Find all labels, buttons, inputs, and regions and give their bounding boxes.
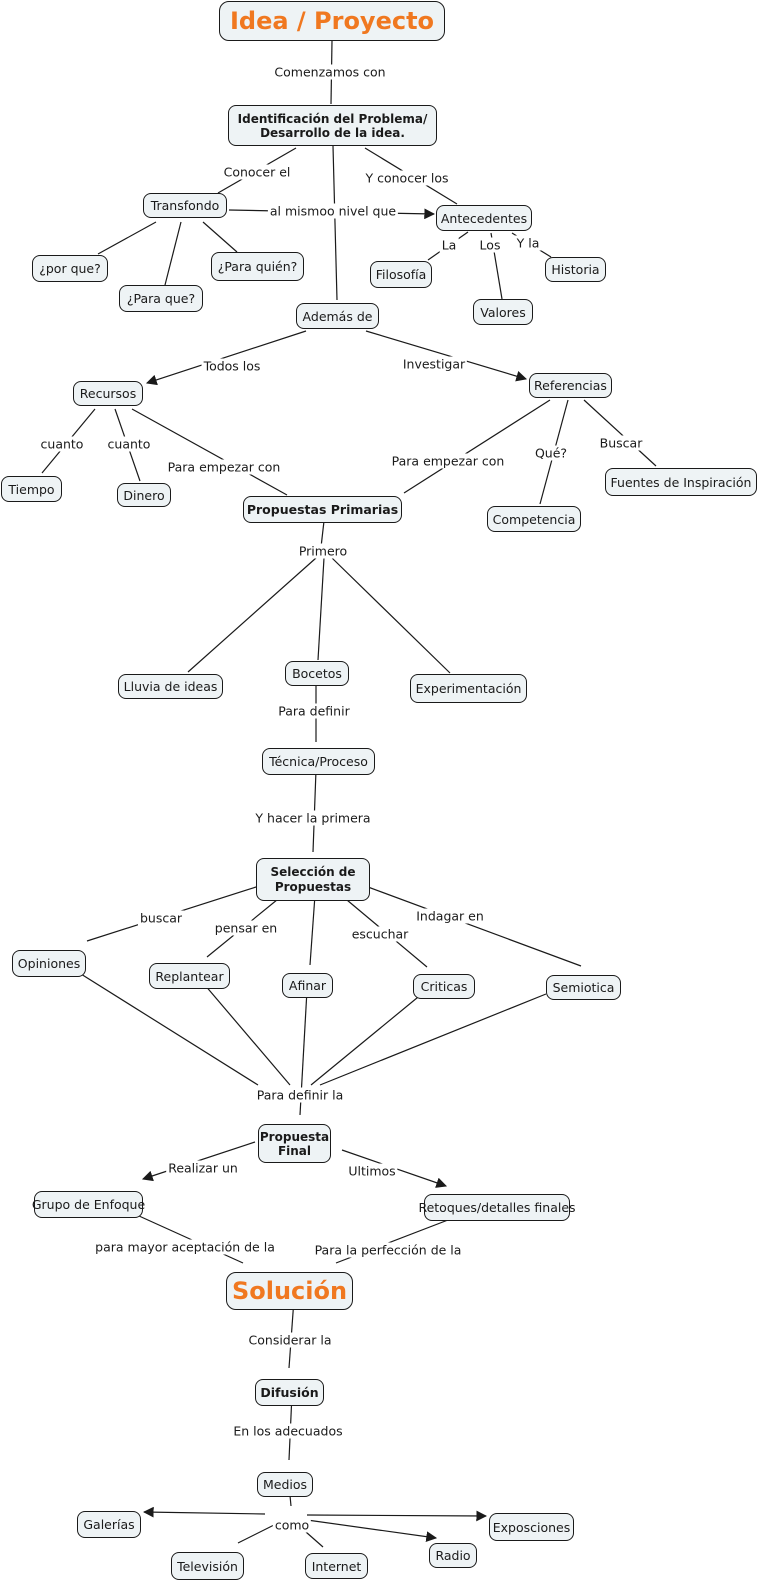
node-medios[interactable]: Medios	[257, 1472, 313, 1497]
node-grupo-enfoque[interactable]: Grupo de Enfoque	[32, 1191, 145, 1218]
link-label: Para la perfección de la	[312, 1242, 464, 1258]
edge	[583, 399, 657, 467]
edge	[72, 968, 259, 1086]
node-dinero[interactable]: Dinero	[117, 483, 171, 507]
edge	[142, 1506, 266, 1518]
node-seleccion-propuestas[interactable]: Selección de Propuestas	[256, 858, 370, 901]
link-label: al mismoo nivel que	[267, 203, 399, 219]
node-afinar[interactable]: Afinar	[282, 973, 333, 998]
node-por-que[interactable]: ¿por que?	[32, 255, 108, 282]
link-label: buscar	[137, 910, 185, 926]
node-referencias[interactable]: Referencias	[529, 373, 612, 398]
node-competencia[interactable]: Competencia	[487, 506, 581, 532]
link-label: pensar en	[212, 920, 280, 936]
link-label: Buscar	[597, 435, 645, 451]
node-experimentacion[interactable]: Experimentación	[410, 674, 527, 703]
link-label: para mayor aceptación de la	[93, 1239, 277, 1255]
link-label: Comenzamos con	[272, 64, 388, 80]
node-semiotica[interactable]: Semiotica	[546, 975, 621, 1000]
edge	[97, 221, 157, 255]
node-propuesta-final[interactable]: Propuesta Final	[258, 1124, 331, 1163]
node-tecnica-proceso[interactable]: Técnica/Proceso	[262, 748, 375, 775]
edge	[127, 1210, 244, 1264]
node-historia[interactable]: Historia	[545, 257, 606, 282]
node-replantear[interactable]: Replantear	[149, 963, 230, 989]
link-label: Para definir	[276, 703, 352, 719]
edge	[365, 330, 528, 382]
link-label: Para empezar con	[389, 453, 507, 469]
node-radio[interactable]: Radio	[429, 1543, 477, 1568]
node-idea-proyecto[interactable]: Idea / Proyecto	[219, 1, 445, 41]
link-label: escuchar	[349, 926, 411, 942]
edge	[319, 993, 547, 1086]
link-label: Y la	[514, 235, 542, 251]
node-opiniones[interactable]: Opiniones	[12, 950, 86, 977]
node-internet[interactable]: Internet	[305, 1553, 368, 1579]
node-ademas-de[interactable]: Además de	[296, 303, 379, 329]
link-label: Para definir la	[254, 1087, 346, 1103]
edge	[403, 399, 551, 494]
node-para-quien[interactable]: ¿Para quién?	[211, 252, 304, 281]
edge	[367, 886, 582, 967]
node-lluvia-ideas[interactable]: Lluvia de ideas	[118, 674, 223, 699]
edge	[202, 221, 238, 253]
link-label: Realizar un	[166, 1160, 240, 1176]
node-valores[interactable]: Valores	[473, 299, 533, 325]
node-transfondo[interactable]: Transfondo	[143, 193, 227, 218]
node-solucion[interactable]: Solución	[226, 1272, 353, 1310]
edge	[332, 145, 338, 301]
node-difusion[interactable]: Difusión	[255, 1379, 324, 1406]
link-label: Y conocer los	[363, 170, 451, 186]
edge	[131, 408, 288, 496]
link-label: En los adecuados	[231, 1423, 345, 1439]
link-label: Todos los	[201, 358, 263, 374]
node-tiempo[interactable]: Tiempo	[1, 476, 62, 502]
node-para-que[interactable]: ¿Para que?	[119, 285, 203, 312]
node-recursos[interactable]: Recursos	[73, 381, 143, 406]
link-label: Considerar la	[246, 1332, 334, 1348]
edge	[306, 1510, 488, 1522]
edge	[187, 557, 317, 673]
edge	[317, 557, 325, 661]
node-exposciones[interactable]: Exposciones	[489, 1513, 574, 1541]
link-label: Primero	[296, 543, 350, 559]
link-label: Ultimos	[346, 1163, 398, 1179]
edge	[331, 557, 451, 674]
edge	[145, 330, 307, 386]
link-label: como	[272, 1517, 312, 1533]
edge	[309, 894, 316, 966]
link-label: cuanto	[105, 436, 153, 452]
link-label: Y hacer la primera	[253, 810, 373, 826]
link-label: Conocer el	[221, 164, 293, 180]
node-antecedentes[interactable]: Antecedentes	[436, 205, 532, 231]
link-label: Investigar	[400, 356, 468, 372]
node-retoques[interactable]: Retoques/detalles finales	[418, 1194, 576, 1221]
node-filosofia[interactable]: Filosofía	[370, 261, 432, 288]
link-label: cuanto	[38, 436, 86, 452]
link-label: Indagar en	[414, 908, 486, 924]
node-identificacion[interactable]: Identificación del Problema/ Desarrollo …	[228, 105, 437, 146]
node-galerias[interactable]: Galerías	[77, 1511, 141, 1538]
link-label: Los	[477, 237, 503, 253]
node-criticas[interactable]: Criticas	[413, 974, 475, 999]
link-label: Qué?	[532, 445, 570, 461]
node-bocetos[interactable]: Bocetos	[285, 661, 349, 686]
edge	[164, 221, 182, 286]
edge	[237, 1524, 275, 1544]
edge	[310, 992, 424, 1086]
node-fuentes-inspiracion[interactable]: Fuentes de Inspiración	[605, 468, 757, 496]
link-label: Para empezar con	[165, 459, 283, 475]
edge	[203, 983, 291, 1086]
link-label: La	[439, 237, 459, 253]
node-propuestas-primarias[interactable]: Propuestas Primarias	[243, 496, 402, 523]
node-television[interactable]: Televisión	[171, 1552, 244, 1580]
edge	[306, 1519, 438, 1543]
